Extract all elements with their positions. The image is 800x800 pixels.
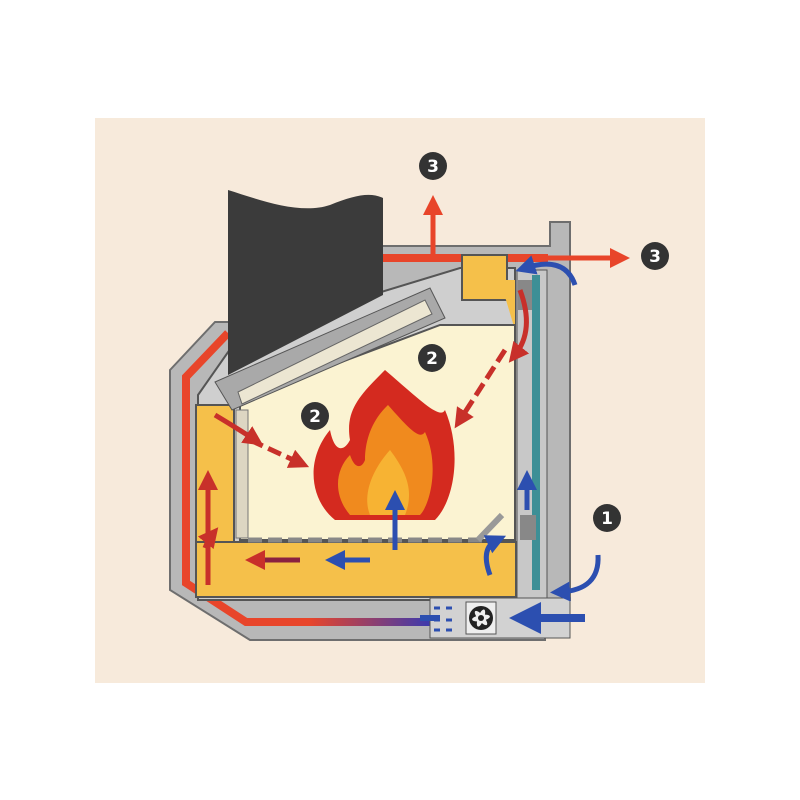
door-seal-bottom: [520, 515, 536, 540]
flame-icon: [313, 370, 455, 520]
top-warm-box: [461, 254, 508, 301]
marker-label: 2: [426, 349, 438, 369]
marker-label: 3: [649, 247, 661, 267]
marker-exhaust-top: 3: [419, 152, 447, 180]
marker-label: 2: [309, 407, 321, 427]
baffle-plate: [237, 299, 433, 405]
marker-exhaust-right: 3: [641, 242, 669, 270]
chimney-pipe: [228, 190, 383, 375]
hot-air-arrows: [197, 195, 630, 585]
marker-intake-air: 1: [593, 504, 621, 532]
marker-combustion-air-left: 2: [301, 402, 329, 430]
right-warm-channel: [500, 280, 515, 330]
fan-icon: [469, 606, 493, 630]
door-glass: [532, 275, 540, 590]
hot-air-channel: [182, 330, 432, 626]
marker-combustion-air-upper: 2: [418, 344, 446, 372]
marker-label: 1: [601, 509, 613, 529]
cold-air-arrows: [325, 255, 601, 634]
bottom-warm-channel: [195, 541, 517, 598]
marker-label: 3: [427, 157, 439, 177]
deflector: [475, 512, 505, 543]
